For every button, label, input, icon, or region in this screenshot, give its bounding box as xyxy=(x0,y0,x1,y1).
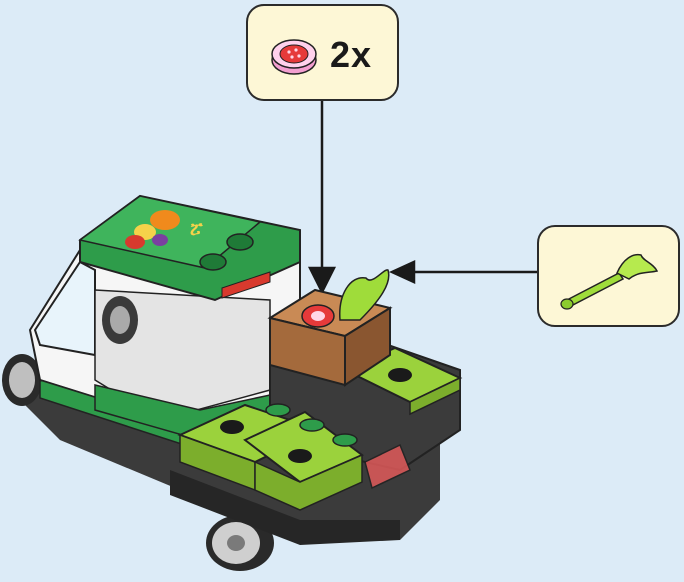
svg-text:ፘ: ፘ xyxy=(190,219,204,239)
callout-connector-top xyxy=(310,101,334,292)
green-leaf-piece-icon xyxy=(557,243,667,313)
leaf-part-callout xyxy=(537,225,680,327)
parts-callout: 2x xyxy=(246,4,399,101)
strawberry-tile-icon xyxy=(264,24,324,84)
callout-connector-right xyxy=(392,262,537,282)
part-quantity: 2x xyxy=(330,34,372,76)
